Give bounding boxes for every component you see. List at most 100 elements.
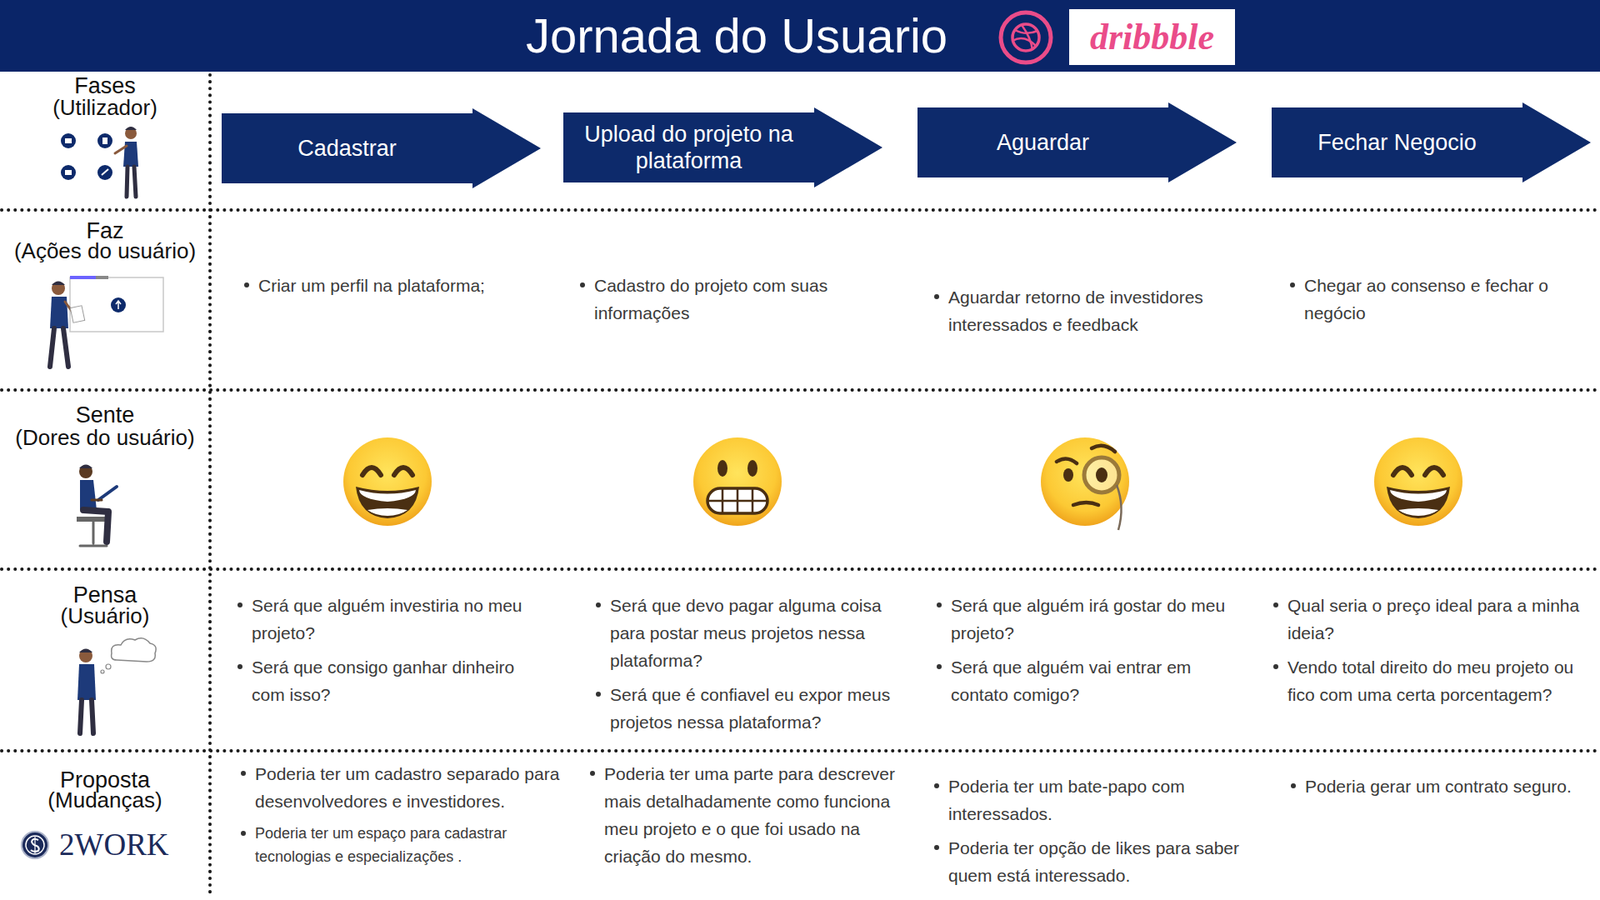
bullet-text: Poderia ter um espaço para cadastrar tec… [255,821,568,869]
bullet-dot [590,770,595,776]
bullet-item: Poderia gerar um contrato seguro. [1305,772,1589,800]
logo-text: 2WORK [59,826,170,864]
row-header: Fases [5,74,205,98]
illustration-part [208,75,212,897]
illustration-part [97,133,113,149]
arrow-label-box: Fechar Negocio [1271,107,1523,178]
illustration-part [1012,38,1036,46]
row-header-box: (Usuário) [5,604,205,628]
bullet-item: Poderia ter um cadastro separado para de… [255,760,568,815]
bullet-text: Será que é confiavel eu expor meus proje… [610,680,919,736]
illustration-part [1,388,1599,392]
journey-cell: Chegar ao consenso e fechar o negócio [1304,271,1588,327]
bullet-text: Será que alguém irá gostar do meu projet… [950,591,1251,647]
row-header: (Usuário) [5,604,205,628]
bullet-item: Será que alguém irá gostar do meu projet… [950,591,1251,647]
bullet-text: Será que consigo ganhar dinheiro com iss… [251,653,552,709]
illustration-part [51,281,65,295]
bullet-item: Será que alguém vai entrar em contato co… [950,653,1251,709]
row-header-box: (Utilizador) [5,95,205,120]
bullet-item: Será que alguém investiria no meu projet… [251,591,552,647]
illustration-part [1,208,1599,212]
illustration-part [1073,502,1099,505]
illustration-part [1393,467,1412,475]
bullet-text: Será que devo pagar alguma coisa para po… [610,591,919,675]
row-header-box: Fases [5,74,205,98]
illustration-part [98,486,117,500]
grimace-emoji [693,437,782,526]
grid-lines [1,75,1599,897]
arrow-label-box: Upload do projeto na plataforma [563,112,815,183]
illustration-part [34,836,35,854]
illustration-part [1040,437,1130,526]
arrow-fill [917,102,1237,183]
bullet-item: Poderia ter um bate-papo com interessado… [948,772,1249,828]
illustration-part [80,700,94,734]
journey-cell: Será que devo pagar alguma coisa para po… [610,591,919,736]
illustration-part [80,521,107,546]
title: Jornada do Usuario [525,6,948,65]
bullet-text: Cadastro do projeto com suas informações [594,271,903,327]
bullet-dot [936,602,942,608]
phase-label: Cadastrar [297,135,397,162]
illustration-part [1,567,1599,571]
illustration-part [717,460,728,477]
row-header: (Utilizador) [5,95,205,120]
journey-cell: Poderia ter um cadastro separado para de… [255,760,568,869]
arrow-fill [563,107,883,188]
illustration-part [97,165,113,180]
illustration-part [50,328,69,367]
monocle-emoji [1040,437,1130,530]
bullet-dot [934,845,940,850]
journey-cell: Poderia ter um bate-papo com interessado… [948,772,1249,890]
bullet-dot [237,664,243,670]
illustration-part [125,127,137,140]
bullet-dot [1273,664,1279,670]
dribbble-icon [1000,12,1051,63]
phases-icon [60,126,139,197]
row-header-box: Pensa [5,583,205,607]
illustration-part [1012,24,1040,51]
journey-cell: Poderia gerar um contrato seguro. [1305,772,1589,800]
phase-arrow: Aguardar [917,102,1237,183]
bullet-item: Chegar ao consenso e fechar o negócio [1304,271,1588,327]
bullet-dot [1273,602,1279,608]
illustration-part [343,437,432,526]
phase-arrow: Upload do projeto na plataforma [563,107,883,188]
illustration-part [1386,486,1450,519]
bullet-item: Criar um perfil na plataforma; [258,271,542,300]
illustration-part [70,277,164,332]
journey-cell: Criar um perfil na plataforma; [258,271,542,300]
illustration-part [355,486,420,519]
illustration-part [91,499,102,502]
bullet-item: Aguardar retorno de investidores interes… [948,283,1240,339]
illustration-part [65,170,72,175]
journey-cell: Aguardar retorno de investidores interes… [948,283,1240,339]
journey-cell: Qual seria o preço ideal para a minha id… [1287,591,1588,709]
bullet-text: Poderia ter opção de likes para saber qu… [948,834,1249,890]
bullet-item: Qual seria o preço ideal para a minha id… [1287,591,1588,647]
bullet-text: Será que alguém investiria no meu projet… [251,591,552,647]
arrow-fill [221,108,541,189]
illustration-part [1390,490,1447,502]
bullet-dot [934,294,940,300]
title-box: Jornada do Usuario [486,6,987,65]
illustration-part [394,467,413,475]
row-header-box: Sente [5,403,205,427]
bullet-dot [240,830,246,836]
illustration-part [105,664,111,670]
bullet-text: Poderia ter um bate-papo com interessado… [948,772,1249,828]
arrow-label-box: Aguardar [917,107,1169,178]
illustration-part [25,835,45,855]
illustration-part [1063,468,1074,482]
illustration-part [367,508,408,516]
bullet-dot [237,602,243,608]
journey-cell: Poderia ter uma parte para descrever mai… [604,760,913,870]
illustration-part [79,465,93,479]
row-header: Sente [5,403,205,427]
illustration-part [70,305,85,324]
row-header: Pensa [5,583,205,607]
illustration-part [359,490,416,502]
journey-cell: Cadastro do projeto com suas informações [594,271,903,327]
bullet-item: Será que é confiavel eu expor meus proje… [610,680,919,736]
